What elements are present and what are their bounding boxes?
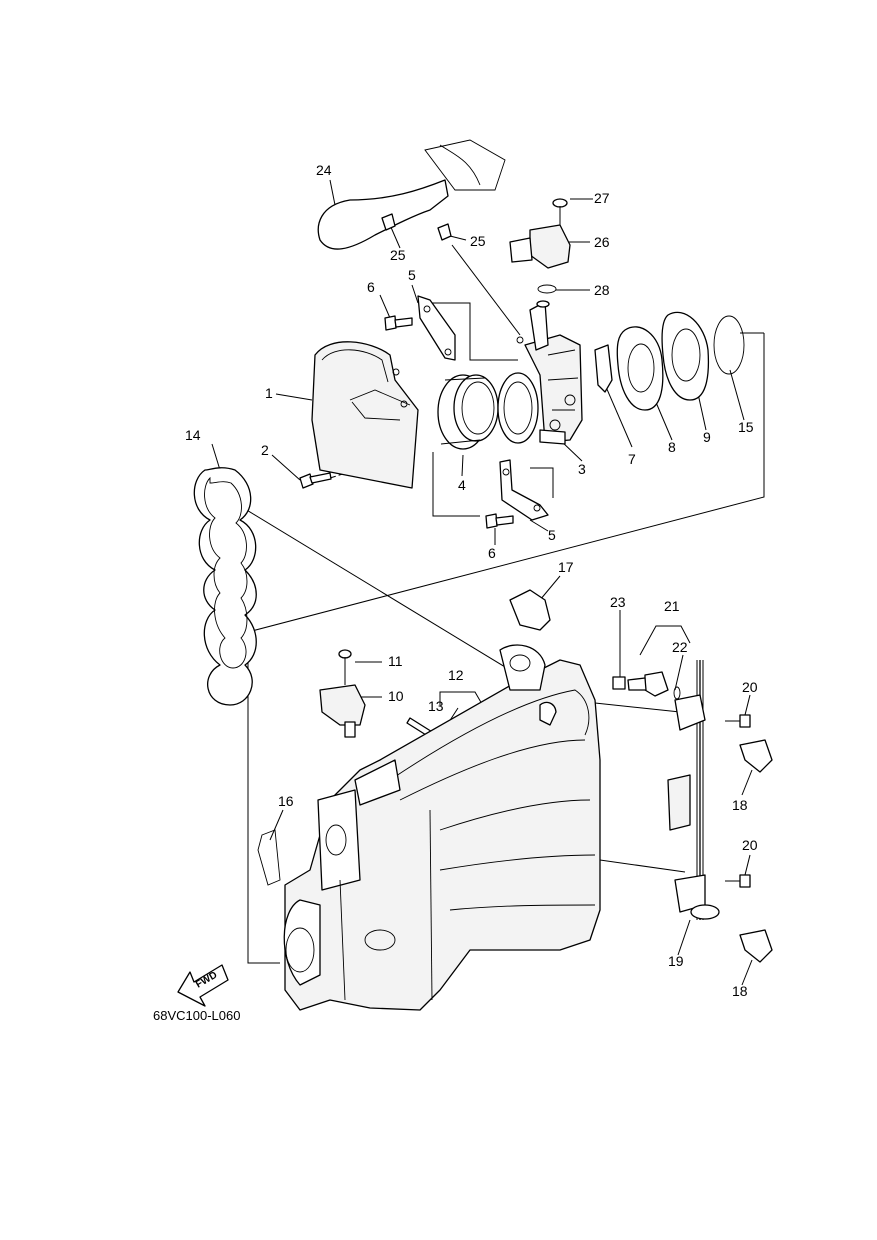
callout-11: 11 (388, 653, 403, 669)
screw-11 (338, 649, 352, 685)
gasket-14 (193, 467, 257, 706)
callout-25-left: 25 (390, 247, 406, 263)
o-ring-28 (537, 284, 557, 294)
gasket-9 (661, 311, 710, 401)
callout-24: 24 (316, 162, 332, 178)
o-ring-22 (673, 686, 681, 700)
clip-18-upper (739, 739, 773, 773)
callout-17: 17 (558, 559, 574, 575)
callout-26: 26 (594, 234, 610, 250)
bracket-5-lower (499, 459, 549, 521)
callout-28: 28 (594, 282, 610, 298)
clamp-25-left (381, 213, 396, 231)
callout-1: 1 (265, 385, 273, 401)
callout-22: 22 (672, 639, 688, 655)
callout-27: 27 (594, 190, 610, 206)
callout-19: 19 (668, 953, 684, 969)
bolt-20-lower (725, 874, 751, 888)
gasket-16 (257, 829, 281, 886)
callout-15: 15 (738, 419, 754, 435)
callout-6-upper: 6 (367, 279, 375, 295)
callout-25-right: 25 (470, 233, 486, 249)
sensor-10 (319, 684, 366, 738)
callout-3: 3 (578, 461, 586, 477)
callout-21: 21 (664, 598, 680, 614)
callout-7: 7 (628, 451, 636, 467)
callout-6-lower: 6 (488, 545, 496, 561)
callout-5-lower: 5 (548, 527, 556, 543)
callout-14: 14 (185, 427, 201, 443)
callout-9: 9 (703, 429, 711, 445)
callout-18-lower: 18 (732, 983, 748, 999)
bolt-6-lower (485, 513, 514, 529)
part-23 (612, 676, 626, 690)
sleeve-4 (437, 374, 499, 450)
clamp-25-right (437, 223, 452, 241)
hose-24 (317, 139, 506, 250)
gasket-8 (616, 326, 664, 411)
intake-cover-1 (311, 341, 419, 489)
bolt-6-upper (384, 315, 413, 331)
callout-23: 23 (610, 594, 626, 610)
bracket-5-upper (417, 295, 456, 361)
callout-12: 12 (448, 667, 464, 683)
diagram-code: 68VC100-L060 (153, 1008, 240, 1023)
callout-10: 10 (388, 688, 404, 704)
intake-manifold (283, 644, 601, 1011)
clip-7 (594, 344, 613, 393)
bolt-2 (299, 472, 332, 489)
sensor-26 (509, 224, 571, 269)
screw-27 (552, 198, 568, 228)
clip-18-lower (739, 929, 773, 963)
callout-16: 16 (278, 793, 294, 809)
callout-labels: 1 2 3 4 5 5 6 6 7 8 9 10 11 12 13 14 15 … (185, 162, 758, 999)
bolt-20-upper (725, 714, 751, 728)
callout-8: 8 (668, 439, 676, 455)
callout-13: 13 (428, 698, 444, 714)
callout-18-upper: 18 (732, 797, 748, 813)
callout-4: 4 (458, 477, 466, 493)
injector-21 (627, 671, 669, 697)
callout-20-lower: 20 (742, 837, 758, 853)
callout-20-upper: 20 (742, 679, 758, 695)
o-ring-15 (713, 315, 745, 375)
fuel-rail-19 (667, 660, 720, 920)
callout-2: 2 (261, 442, 269, 458)
throttle-body-3 (497, 300, 583, 445)
callout-5-upper: 5 (408, 267, 416, 283)
fwd-arrow-icon: FWD (177, 964, 229, 1007)
clip-17 (509, 589, 551, 631)
